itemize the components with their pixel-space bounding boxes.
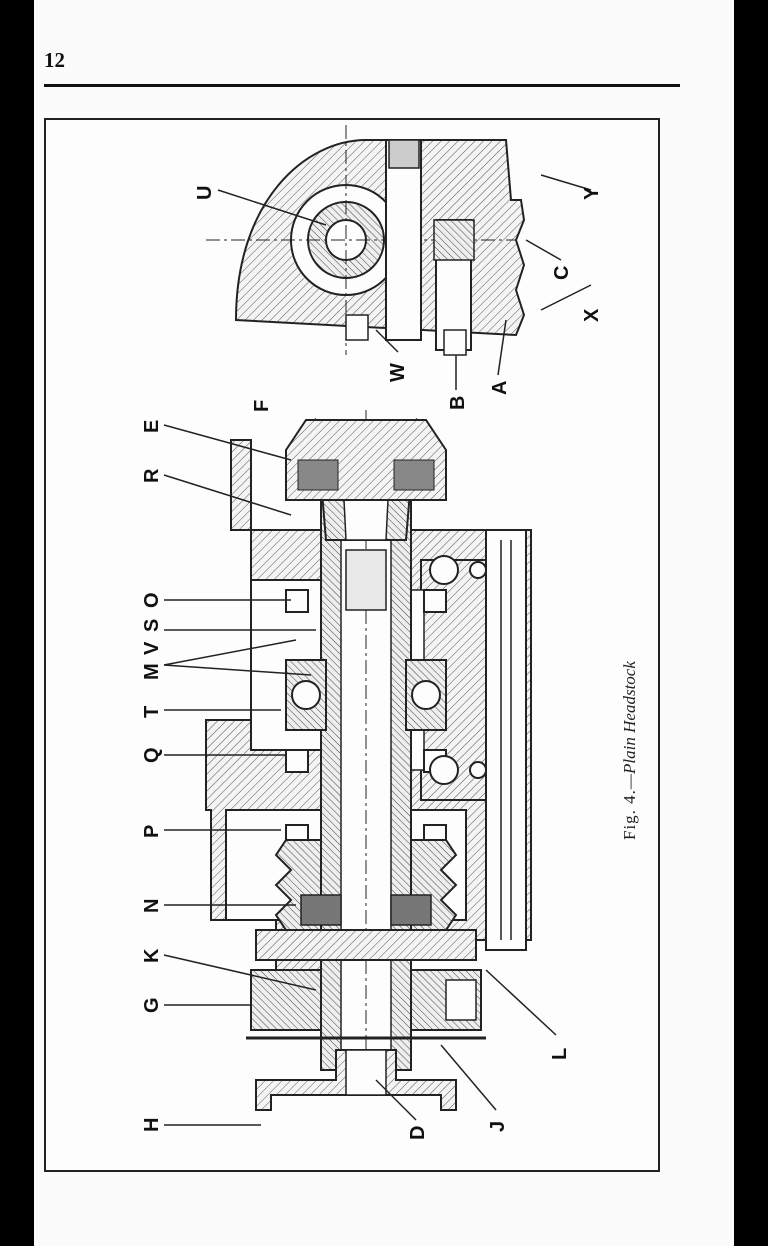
handwheel xyxy=(255,1049,457,1111)
label-o: O xyxy=(141,592,163,608)
gear-assembly xyxy=(246,929,486,1040)
label-s: S xyxy=(141,619,163,632)
page-number: 12 xyxy=(44,48,65,72)
end-view xyxy=(206,125,526,356)
leader-lines xyxy=(163,174,592,1126)
label-l: L xyxy=(549,1048,571,1060)
headstock-drawing: H G K N P Q T M V S O R E F D J L U W B xyxy=(141,125,603,1140)
label-p: P xyxy=(141,825,163,838)
label-t: T xyxy=(141,706,163,718)
pulley xyxy=(274,839,458,931)
label-q: Q xyxy=(141,747,163,763)
label-f: F xyxy=(251,400,273,412)
caption-title: —Plain Headstock xyxy=(620,661,639,790)
label-w: W xyxy=(387,363,409,382)
label-a: A xyxy=(489,381,511,395)
label-n: N xyxy=(141,899,163,913)
label-r: R xyxy=(141,468,163,483)
caption-prefix: Fig. 4. xyxy=(620,789,639,840)
spindle xyxy=(314,410,418,1080)
nose-cap xyxy=(285,419,447,501)
label-k: K xyxy=(141,948,163,963)
headstock-figure: H G K N P Q T M V S O R E F D J L U W B xyxy=(44,118,660,1172)
label-j: J xyxy=(487,1121,509,1132)
label-x: X xyxy=(581,308,603,322)
label-h: H xyxy=(141,1118,163,1132)
book-page: 12 xyxy=(34,0,734,1246)
label-m: M xyxy=(141,663,163,680)
part-labels: H G K N P Q T M V S O R E F D J L U W B xyxy=(141,186,603,1140)
header-rule xyxy=(44,84,680,87)
label-b: B xyxy=(447,396,469,410)
bearings xyxy=(285,555,487,848)
label-c: C xyxy=(551,266,573,280)
label-v: V xyxy=(141,641,163,655)
label-g: G xyxy=(141,997,163,1013)
label-y: Y xyxy=(581,186,603,200)
figure-caption: Fig. 4.—Plain Headstock xyxy=(620,661,660,860)
label-d: D xyxy=(407,1126,429,1140)
label-e: E xyxy=(141,420,163,433)
label-u: U xyxy=(194,186,216,200)
